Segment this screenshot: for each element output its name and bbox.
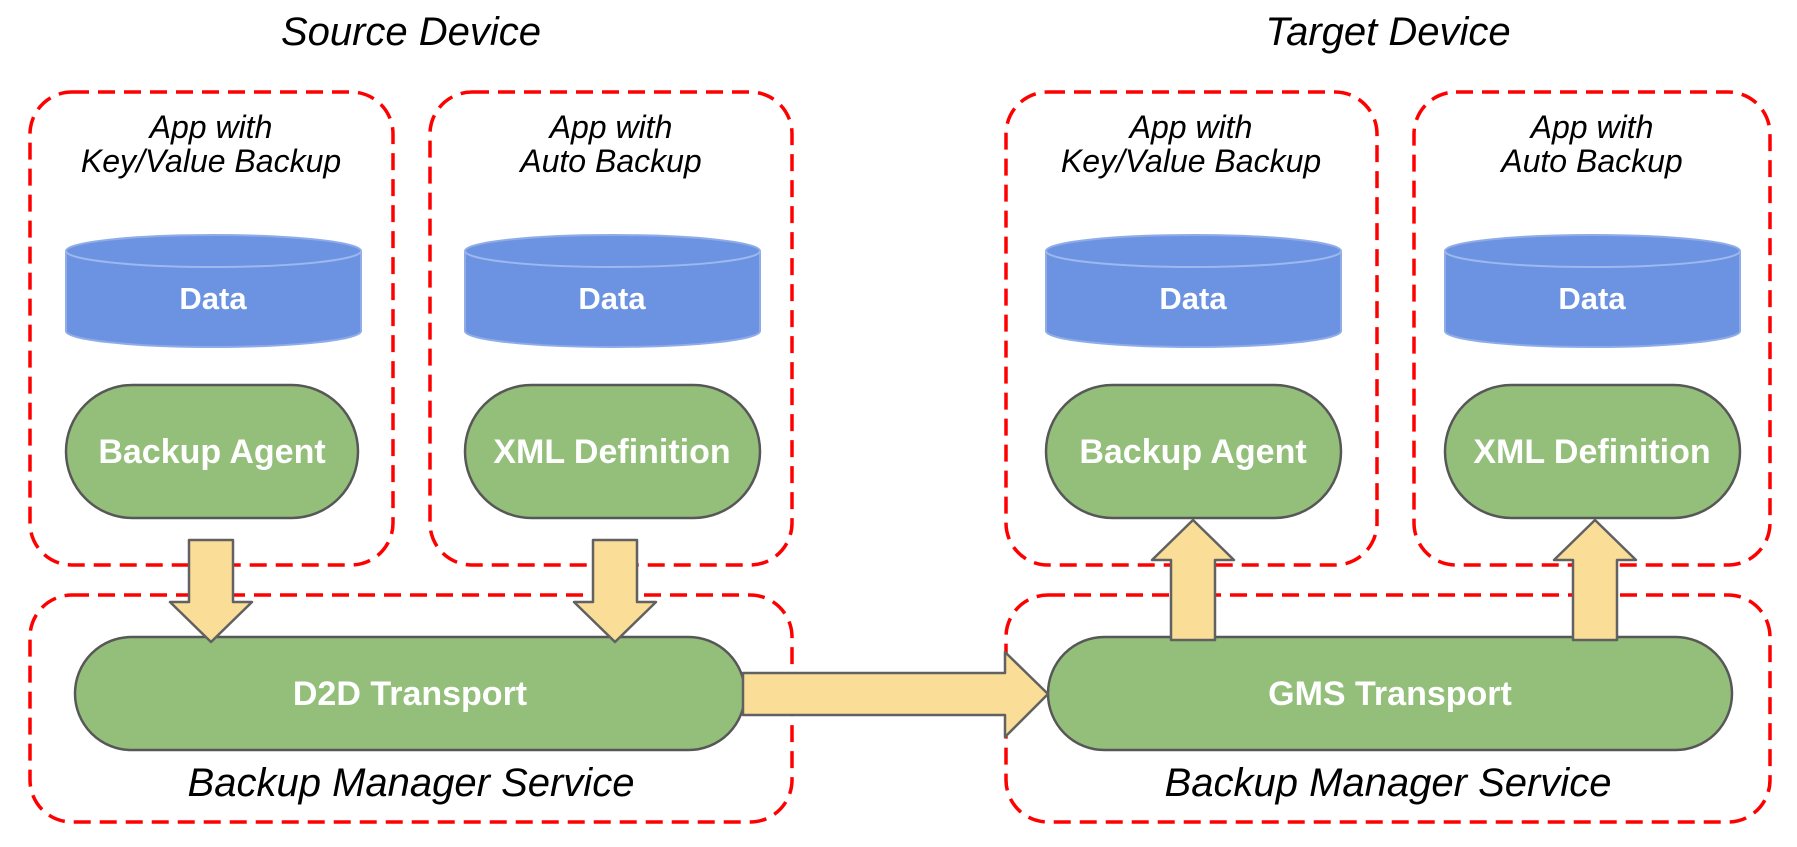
gms-transport-pill: GMS Transport [1046,635,1734,752]
source-keyvalue-app-label: App with Key/Value Backup [81,109,341,179]
component-label: Backup Agent [98,433,325,471]
component-label: XML Definition [1473,433,1710,471]
source-backup-manager-service-label: Backup Manager Service [188,761,635,805]
component-label: XML Definition [493,433,730,471]
data-label: Data [179,281,247,316]
app-label-line1: App with [1529,109,1654,145]
transport-label: D2D Transport [293,675,527,713]
source-autobackup-app-label: App with Auto Backup [518,109,701,179]
target-backup-agent-pill: Backup Agent [1044,383,1343,520]
target-autobackup-app-box [1412,90,1772,567]
component-label: Backup Agent [1079,433,1306,471]
target-xml-definition-pill: XML Definition [1443,383,1742,520]
down-arrow-xml-definition-to-d2d [572,538,658,644]
source-device-title: Source Device [281,10,541,54]
cylinder-top-arc [65,250,362,268]
right-arrow-d2d-to-gms [741,650,1050,739]
up-arrow-gms-to-backup-agent [1150,518,1236,642]
target-backup-manager-service-label: Backup Manager Service [1165,761,1612,805]
target-autobackup-data-cylinder: Data [1444,234,1741,348]
target-keyvalue-data-cylinder: Data [1045,234,1342,348]
cylinder-top-arc [1045,250,1342,268]
target-device-title: Target Device [1265,10,1510,54]
d2d-transport-pill: D2D Transport [73,635,747,752]
data-label: Data [1558,281,1626,316]
app-label-line1: App with [548,109,673,145]
source-xml-definition-pill: XML Definition [463,383,762,520]
source-keyvalue-data-cylinder: Data [65,234,362,348]
app-label-line2: Key/Value Backup [81,143,341,179]
cylinder-top-arc [464,250,761,268]
app-label-line2: Auto Backup [1499,143,1682,179]
app-label-line2: Auto Backup [518,143,701,179]
transport-label: GMS Transport [1268,675,1512,713]
target-keyvalue-app-label: App with Key/Value Backup [1061,109,1321,179]
cylinder-top-arc [1444,250,1741,268]
data-label: Data [578,281,646,316]
app-label-line1: App with [1128,109,1253,145]
data-label: Data [1159,281,1227,316]
app-label-line2: Key/Value Backup [1061,143,1321,179]
source-autobackup-data-cylinder: Data [464,234,761,348]
source-backup-agent-pill: Backup Agent [64,383,360,520]
down-arrow-backup-agent-to-d2d [168,538,254,644]
app-label-line1: App with [148,109,273,145]
up-arrow-gms-to-xml-definition [1552,518,1638,642]
target-autobackup-app-label: App with Auto Backup [1499,109,1682,179]
